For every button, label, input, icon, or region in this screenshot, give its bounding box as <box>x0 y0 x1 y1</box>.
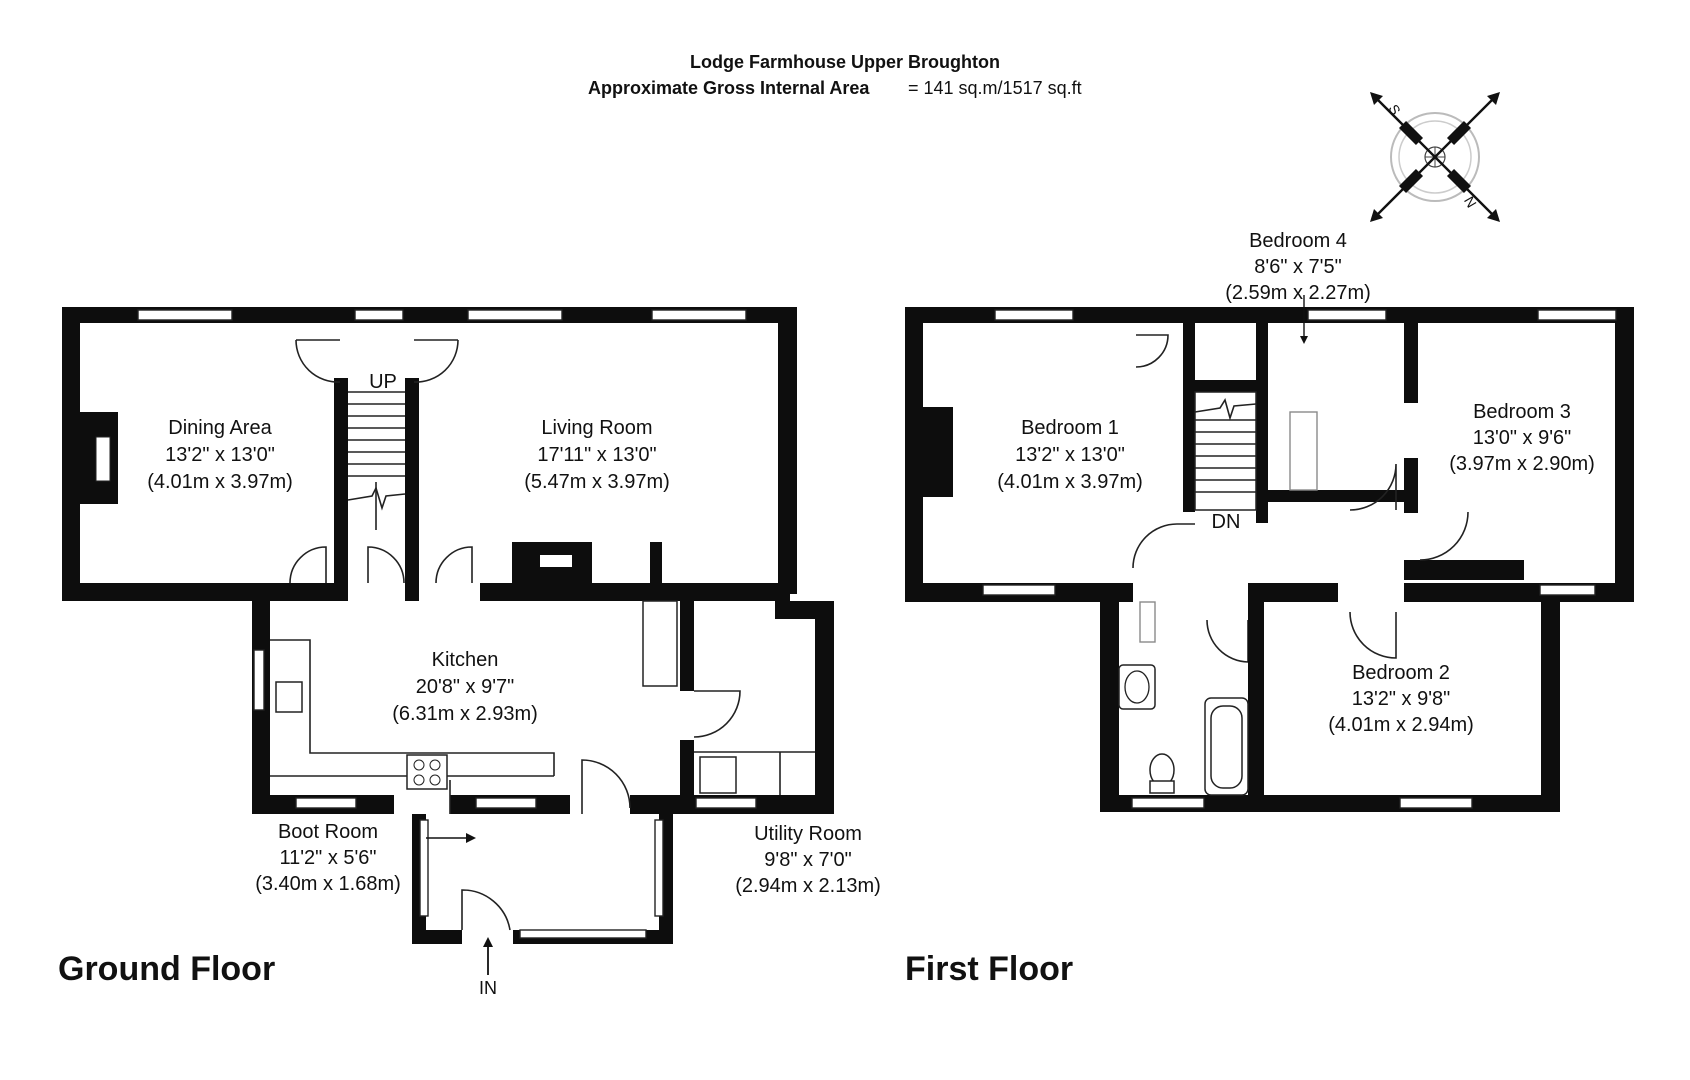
stairs-down-label: DN <box>1212 511 1241 533</box>
svg-text:(3.40m x 1.68m): (3.40m x 1.68m) <box>255 873 401 895</box>
svg-text:Bedroom 4: Bedroom 4 <box>1249 230 1347 252</box>
svg-text:Living Room: Living Room <box>541 417 652 439</box>
entrance-label: IN <box>479 978 497 998</box>
svg-text:Utility Room: Utility Room <box>754 823 862 845</box>
room-label-kitchen: Kitchen 20'8" x 9'7" (6.31m x 2.93m) <box>392 649 538 725</box>
svg-text:17'11" x 13'0": 17'11" x 13'0" <box>537 444 656 466</box>
ground-floor-title: Ground Floor <box>58 950 275 988</box>
svg-text:(4.01m x 3.97m): (4.01m x 3.97m) <box>147 471 293 493</box>
svg-text:(2.59m x 2.27m): (2.59m x 2.27m) <box>1225 282 1371 304</box>
svg-text:13'2" x 13'0": 13'2" x 13'0" <box>1015 444 1125 466</box>
room-label-utility-room: Utility Room 9'8" x 7'0" (2.94m x 2.13m) <box>735 823 881 897</box>
compass-icon: S N <box>1370 92 1500 222</box>
room-label-bedroom-1: Bedroom 1 13'2" x 13'0" (4.01m x 3.97m) <box>997 417 1143 493</box>
room-label-living-room: Living Room 17'11" x 13'0" (5.47m x 3.97… <box>524 417 670 493</box>
svg-text:13'2" x 13'0": 13'2" x 13'0" <box>165 444 275 466</box>
first-floor-plan <box>905 295 1634 812</box>
svg-text:(4.01m x 3.97m): (4.01m x 3.97m) <box>997 471 1143 493</box>
area-value: = 141 sq.m/1517 sq.ft <box>908 78 1082 98</box>
svg-text:Bedroom 1: Bedroom 1 <box>1021 417 1119 439</box>
room-label-boot-room: Boot Room 11'2" x 5'6" (3.40m x 1.68m) <box>255 821 401 895</box>
svg-text:(3.97m x 2.90m): (3.97m x 2.90m) <box>1449 453 1595 475</box>
svg-text:9'8" x 7'0": 9'8" x 7'0" <box>764 849 851 871</box>
stairs-up-label: UP <box>369 371 397 393</box>
svg-text:Kitchen: Kitchen <box>432 649 499 671</box>
room-label-dining-area: Dining Area 13'2" x 13'0" (4.01m x 3.97m… <box>147 417 293 493</box>
svg-text:8'6" x 7'5": 8'6" x 7'5" <box>1254 256 1341 278</box>
room-label-bedroom-2: Bedroom 2 13'2" x 9'8" (4.01m x 2.94m) <box>1328 662 1474 736</box>
svg-text:Bedroom 2: Bedroom 2 <box>1352 662 1450 684</box>
room-label-bedroom-3: Bedroom 3 13'0" x 9'6" (3.97m x 2.90m) <box>1449 401 1595 475</box>
svg-text:13'0" x 9'6": 13'0" x 9'6" <box>1473 427 1572 449</box>
svg-text:(2.94m x 2.13m): (2.94m x 2.13m) <box>735 875 881 897</box>
svg-text:(6.31m x 2.93m): (6.31m x 2.93m) <box>392 703 538 725</box>
svg-text:20'8" x 9'7": 20'8" x 9'7" <box>416 676 515 698</box>
first-floor-title: First Floor <box>905 950 1073 988</box>
svg-text:13'2" x 9'8": 13'2" x 9'8" <box>1352 688 1451 710</box>
room-label-bedroom-4: Bedroom 4 8'6" x 7'5" (2.59m x 2.27m) <box>1225 230 1371 304</box>
compass-north-label: N <box>1461 194 1480 211</box>
svg-text:Boot Room: Boot Room <box>278 821 378 843</box>
property-title: Lodge Farmhouse Upper Broughton <box>690 52 1000 72</box>
ground-floor-plan <box>62 307 834 975</box>
svg-text:Dining Area: Dining Area <box>168 417 272 439</box>
svg-text:11'2" x 5'6": 11'2" x 5'6" <box>279 847 376 869</box>
svg-text:(5.47m x 3.97m): (5.47m x 3.97m) <box>524 471 670 493</box>
area-label: Approximate Gross Internal Area <box>588 78 870 98</box>
svg-text:Bedroom 3: Bedroom 3 <box>1473 401 1571 423</box>
svg-text:(4.01m x 2.94m): (4.01m x 2.94m) <box>1328 714 1474 736</box>
